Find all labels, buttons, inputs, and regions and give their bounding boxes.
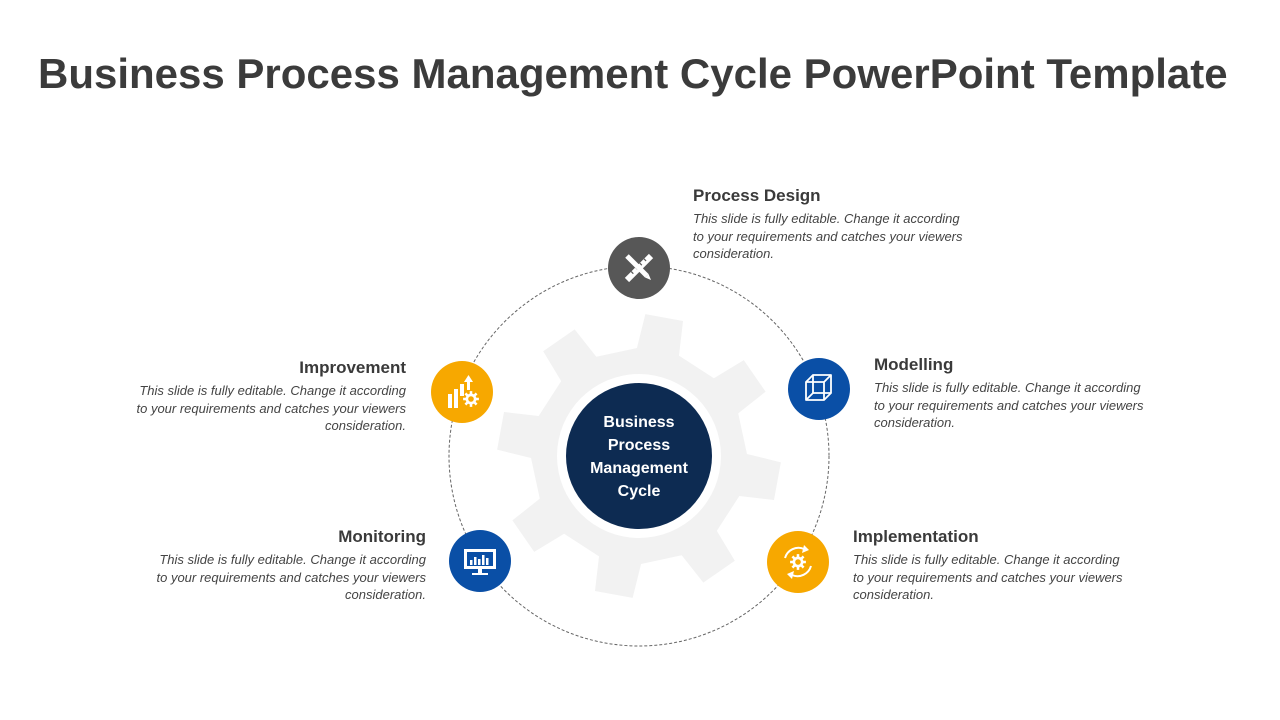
center-label-text: Business Process Management Cycle <box>590 414 688 500</box>
step-description: This slide is fully editable. Change it … <box>693 211 963 261</box>
step-description: This slide is fully editable. Change it … <box>874 380 1144 430</box>
gear-cycle-icon <box>784 545 812 579</box>
step-modelling: Modelling This slide is fully editable. … <box>874 355 1174 432</box>
node-implementation[interactable] <box>767 531 829 593</box>
step-title: Implementation <box>853 527 979 546</box>
node-modelling[interactable] <box>788 358 850 420</box>
step-description: This slide is fully editable. Change it … <box>156 552 426 602</box>
step-description: This slide is fully editable. Change it … <box>136 383 406 433</box>
node-improvement[interactable] <box>431 361 493 423</box>
center-circle <box>566 383 712 529</box>
growth-gear-icon <box>448 375 479 408</box>
node-monitoring[interactable] <box>449 530 511 592</box>
step-title: Process Design <box>693 186 821 205</box>
step-implementation: Implementation This slide is fully edita… <box>853 527 1153 604</box>
cube-icon <box>805 374 832 401</box>
small-gear-hole <box>795 559 801 565</box>
step-title: Modelling <box>874 355 954 374</box>
step-monitoring: Monitoring This slide is fully editable.… <box>126 527 426 604</box>
ruler-pencil-icon <box>624 253 654 283</box>
monitor-chart-icon <box>464 549 496 575</box>
step-title: Monitoring <box>338 527 426 546</box>
small-gear-hole <box>468 396 474 402</box>
step-title: Improvement <box>299 358 406 377</box>
step-description: This slide is fully editable. Change it … <box>853 552 1123 602</box>
step-improvement: Improvement This slide is fully editable… <box>106 358 406 435</box>
center-label: Business Process Management Cycle <box>566 384 712 530</box>
dashed-ring <box>448 265 830 647</box>
page-title: Business Process Management Cycle PowerP… <box>38 50 1228 97</box>
node-process-design[interactable] <box>608 237 670 299</box>
step-process-design: Process Design This slide is fully edita… <box>693 186 993 263</box>
